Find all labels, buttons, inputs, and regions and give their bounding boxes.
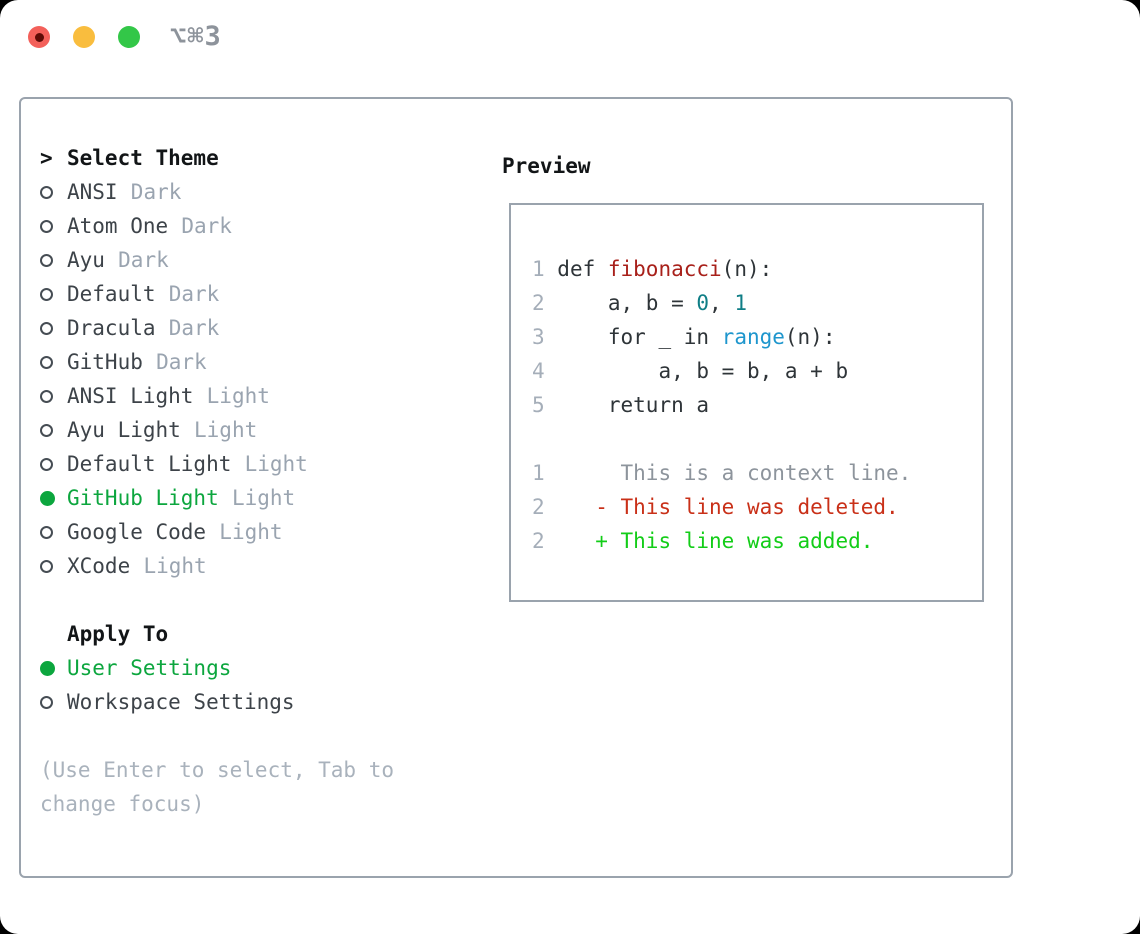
preview-title: Preview: [502, 154, 591, 178]
theme-option-label: ANSI: [67, 180, 118, 204]
theme-option-variant-label: Dark: [118, 248, 169, 272]
theme-option-default[interactable]: Default Dark: [40, 277, 470, 311]
radio-unselected-icon: [40, 423, 53, 437]
theme-option-label: XCode: [67, 554, 131, 578]
radio-unselected-icon: [40, 389, 53, 403]
apply-to-header-row: Apply To: [40, 617, 470, 651]
theme-option-google-code[interactable]: Google Code Light: [40, 515, 470, 549]
diff-context-line: 1 This is a context line.: [532, 461, 912, 485]
radio-unselected-icon: [40, 253, 53, 267]
select-theme-header: > Select Theme: [40, 141, 470, 175]
theme-option-variant-label: Dark: [130, 180, 182, 204]
line-number: 2: [532, 529, 545, 553]
theme-option-label: Google Code: [67, 520, 207, 544]
apply-to-title: Apply To: [67, 622, 169, 646]
code-line: 5 return a: [532, 393, 710, 417]
window-title-shortcut: ⌥⌘3: [170, 21, 222, 52]
radio-unselected-icon: [40, 355, 53, 369]
diff-deleted-line: 2 - This line was deleted.: [532, 495, 899, 519]
close-button[interactable]: [28, 26, 50, 48]
select-theme-title: Select Theme: [67, 146, 219, 170]
radio-unselected-icon: [40, 559, 53, 573]
theme-option-label: Ayu Light: [67, 418, 181, 442]
radio-unselected-icon: [40, 185, 53, 199]
radio-selected-icon: [40, 660, 55, 676]
apply-option-user-settings[interactable]: User Settings: [40, 651, 470, 685]
code-line: 2 a, b = 0, 1: [532, 291, 747, 315]
theme-option-label: GitHub Light: [67, 486, 219, 510]
theme-option-default-light[interactable]: Default Light Light: [40, 447, 470, 481]
theme-option-label: Atom One: [67, 214, 169, 238]
zoom-button[interactable]: [118, 26, 140, 48]
theme-option-github[interactable]: GitHub Dark: [40, 345, 470, 379]
line-number: 3: [532, 325, 545, 349]
code-line: 3 for _ in range(n):: [532, 325, 836, 349]
theme-option-ansi-light[interactable]: ANSI Light Light: [40, 379, 470, 413]
theme-option-variant-label: Light: [231, 486, 296, 510]
theme-option-label: Default: [67, 282, 156, 306]
code-line: 1 def fibonacci(n):: [532, 257, 773, 281]
line-number: 2: [532, 291, 545, 315]
theme-option-dracula[interactable]: Dracula Dark: [40, 311, 470, 345]
theme-option-label: Ayu: [67, 248, 105, 272]
radio-unselected-icon: [40, 219, 53, 233]
theme-option-variant-label: Light: [219, 520, 283, 544]
theme-option-variant-label: Dark: [168, 316, 220, 340]
theme-option-variant-label: Light: [206, 384, 270, 408]
window-titlebar: [28, 26, 140, 48]
code-line: 4 a, b = b, a + b: [532, 359, 849, 383]
blank-line: [532, 422, 982, 456]
prompt-chevron-icon: >: [40, 146, 53, 170]
line-number: 2: [532, 495, 545, 519]
radio-unselected-icon: [40, 457, 53, 471]
theme-option-xcode[interactable]: XCode Light: [40, 549, 470, 583]
line-number: 4: [532, 359, 545, 383]
line-number: 1: [532, 461, 545, 485]
close-dot-icon: [34, 32, 44, 42]
theme-option-variant-label: Dark: [156, 350, 207, 374]
theme-option-variant-label: Light: [194, 418, 258, 442]
theme-option-variant-label: Light: [143, 554, 207, 578]
line-number: 1: [532, 257, 545, 281]
line-number: 5: [532, 393, 545, 417]
theme-option-variant-label: Light: [244, 452, 308, 476]
radio-unselected-icon: [40, 695, 53, 709]
theme-option-label: ANSI Light: [67, 384, 194, 408]
apply-option-label: Workspace Settings: [67, 690, 295, 714]
radio-unselected-icon: [40, 321, 53, 335]
apply-option-workspace-settings[interactable]: Workspace Settings: [40, 685, 470, 719]
theme-option-ansi[interactable]: ANSI Dark: [40, 175, 470, 209]
minimize-button[interactable]: [73, 26, 95, 48]
preview-code: 1 def fibonacci(n): 2 a, b = 0, 1 3 for _ …: [532, 252, 982, 558]
theme-option-variant-label: Dark: [181, 214, 232, 238]
spacer: [40, 583, 470, 617]
theme-option-variant-label: Dark: [168, 282, 220, 306]
preview-box: 1 def fibonacci(n): 2 a, b = 0, 1 3 for _ …: [509, 203, 984, 602]
apply-option-label: User Settings: [67, 656, 232, 680]
keyboard-hint: (Use Enter to select, Tab to change focu…: [40, 758, 395, 816]
radio-unselected-icon: [40, 525, 53, 539]
theme-option-label: GitHub: [67, 350, 143, 374]
radio-selected-icon: [40, 490, 55, 506]
theme-option-ayu-light[interactable]: Ayu Light Light: [40, 413, 470, 447]
theme-option-ayu[interactable]: Ayu Dark: [40, 243, 470, 277]
theme-option-label: Dracula: [67, 316, 156, 340]
radio-unselected-icon: [40, 287, 53, 301]
theme-option-label: Default Light: [67, 452, 232, 476]
theme-option-github-light[interactable]: GitHub Light Light: [40, 481, 470, 515]
diff-added-line: 2 + This line was added.: [532, 529, 874, 553]
theme-option-atom-one[interactable]: Atom One Dark: [40, 209, 470, 243]
